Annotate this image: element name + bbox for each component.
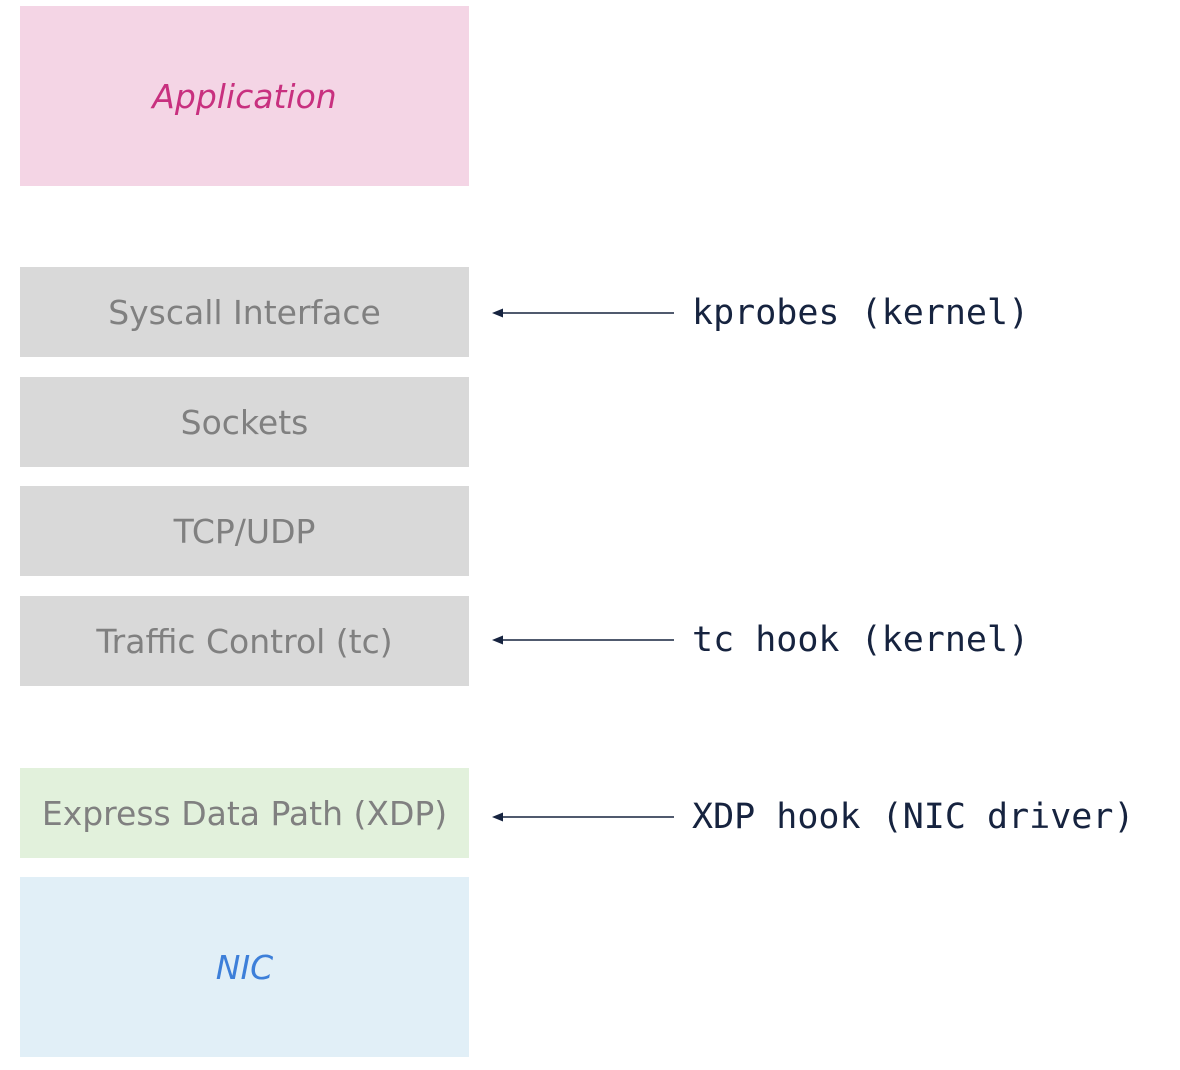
xdp-hook: XDP hook (NIC driver): [490, 797, 1135, 837]
arrow-left-icon: [492, 812, 674, 822]
xdp-layer: Express Data Path (XDP): [20, 768, 469, 858]
tcp-udp-layer: TCP/UDP: [20, 486, 469, 576]
syscall-interface-label: Syscall Interface: [108, 292, 381, 332]
nic-label: NIC: [215, 947, 274, 987]
kprobes-hook-label: kprobes (kernel): [692, 293, 1030, 333]
arrow-left-icon: [492, 635, 674, 645]
xdp-hook-label: XDP hook (NIC driver): [692, 797, 1135, 837]
sockets-label: Sockets: [180, 402, 309, 442]
nic-layer: NIC: [20, 877, 469, 1057]
tc-hook-label: tc hook (kernel): [692, 620, 1030, 660]
traffic-control-layer: Traffic Control (tc): [20, 596, 469, 686]
kprobes-hook: kprobes (kernel): [490, 293, 1029, 333]
xdp-label: Express Data Path (XDP): [41, 793, 448, 833]
tcp-udp-label: TCP/UDP: [173, 511, 316, 551]
syscall-interface-layer: Syscall Interface: [20, 267, 469, 357]
application-layer: Application: [20, 6, 469, 186]
tc-hook: tc hook (kernel): [490, 620, 1029, 660]
traffic-control-label: Traffic Control (tc): [96, 621, 393, 661]
application-label: Application: [152, 76, 337, 116]
sockets-layer: Sockets: [20, 377, 469, 467]
arrow-left-icon: [492, 308, 674, 318]
